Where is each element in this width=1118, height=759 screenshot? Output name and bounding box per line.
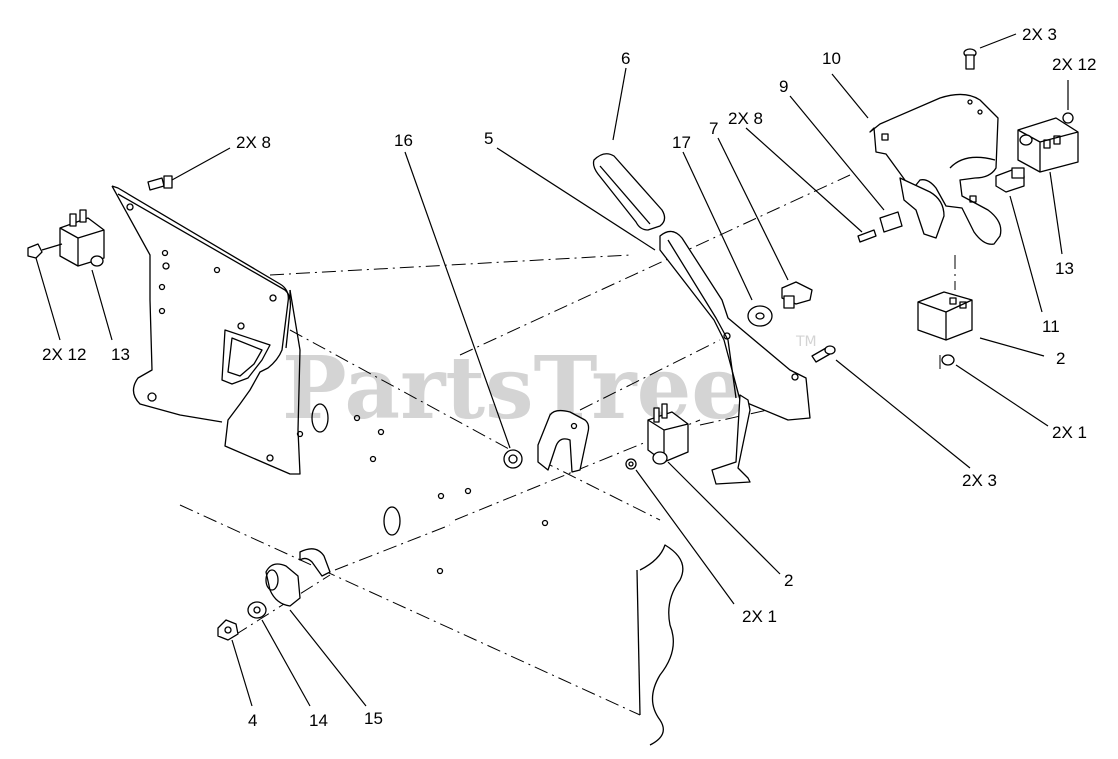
switch-right xyxy=(1017,112,1079,173)
label-2x3-top: 2X 3 xyxy=(1022,25,1057,44)
label-2x1-mid: 2X 1 xyxy=(742,607,777,626)
switch-left xyxy=(27,209,105,267)
lever-5 xyxy=(659,230,811,485)
bracket-center xyxy=(537,409,590,473)
grip-6 xyxy=(592,153,666,231)
label-2-right: 2 xyxy=(1056,349,1065,368)
switch-right-lower xyxy=(917,291,973,366)
clip xyxy=(299,548,331,577)
bolt-7 xyxy=(781,281,813,309)
callout-labels: 2X 8 2X 12 13 16 5 6 17 7 2X 8 9 10 2X 3… xyxy=(42,25,1096,730)
label-2x8-left: 2X 8 xyxy=(236,133,271,152)
label-15: 15 xyxy=(364,709,383,728)
label-14: 14 xyxy=(309,711,328,730)
washer-17 xyxy=(747,305,773,327)
switch-center xyxy=(625,403,689,470)
label-16: 16 xyxy=(394,131,413,150)
label-6: 6 xyxy=(621,49,630,68)
label-2x1-right: 2X 1 xyxy=(1052,423,1087,442)
screw-left xyxy=(147,175,173,191)
label-5: 5 xyxy=(484,129,493,148)
screw-2x3-mid xyxy=(811,345,836,363)
label-2x3-mid: 2X 3 xyxy=(962,471,997,490)
label-2x12-right: 2X 12 xyxy=(1052,55,1096,74)
frame-panel xyxy=(289,290,684,746)
nut-16 xyxy=(503,449,523,469)
label-7: 7 xyxy=(709,119,718,138)
alignment-lines xyxy=(179,174,956,716)
screw-2x3-top xyxy=(963,48,977,70)
label-9: 9 xyxy=(779,77,788,96)
bolt-11 xyxy=(995,167,1025,193)
nut-4 xyxy=(217,619,239,641)
label-11: 11 xyxy=(1042,317,1060,336)
label-2x12-left: 2X 12 xyxy=(42,345,86,364)
bushing-15 xyxy=(265,563,301,607)
label-13-left: 13 xyxy=(111,345,130,364)
bracket-10 xyxy=(869,93,1002,245)
label-2-mid: 2 xyxy=(784,571,793,590)
label-13-right: 13 xyxy=(1055,259,1074,278)
leader-lines xyxy=(35,33,1069,707)
pin-9 xyxy=(857,211,903,243)
label-10: 10 xyxy=(822,49,841,68)
label-4: 4 xyxy=(248,711,257,730)
watermark-tm: TM xyxy=(795,334,817,350)
label-17: 17 xyxy=(672,133,691,152)
label-2x8-mid: 2X 8 xyxy=(728,109,763,128)
washer-14 xyxy=(247,601,267,619)
